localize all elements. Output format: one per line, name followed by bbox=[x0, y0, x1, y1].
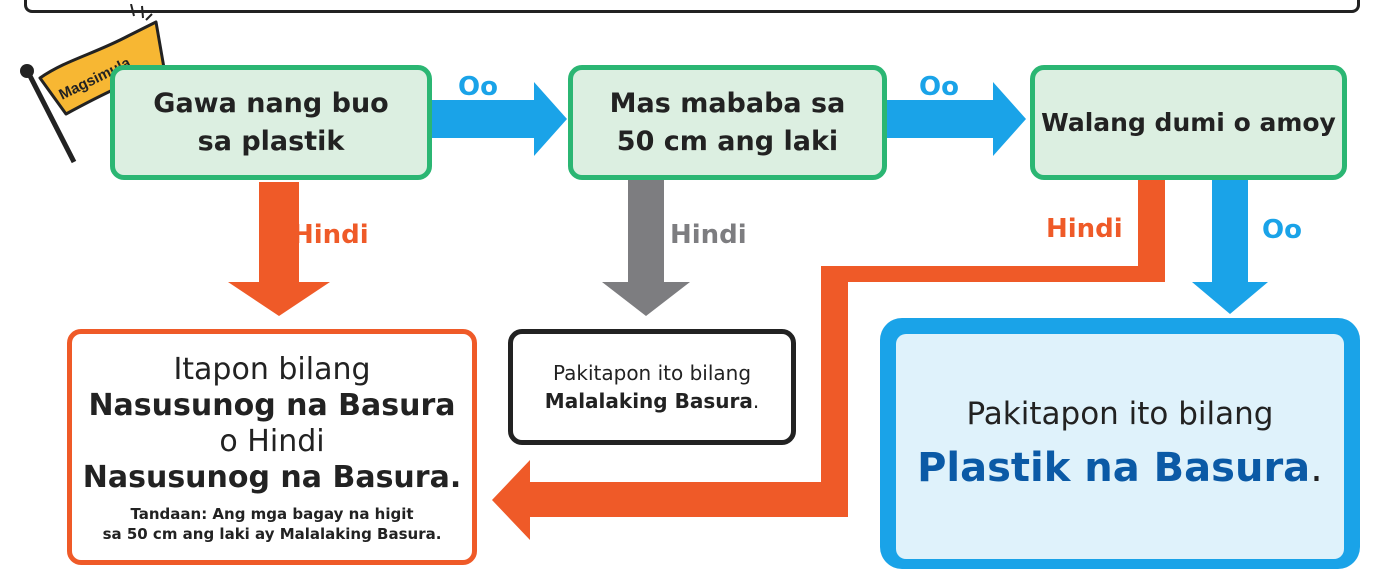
label-yes-2: Oo bbox=[919, 72, 959, 102]
flagpole bbox=[25, 70, 77, 164]
top-frame-line bbox=[24, 0, 1360, 13]
arrow-no-1 bbox=[228, 182, 330, 316]
burnable-note: Tandaan: Ang mga bagay na higit sa 50 cm… bbox=[72, 504, 472, 544]
outcome-oversized-box: Pakitapon ito bilang Malalaking Basura. bbox=[508, 329, 796, 445]
note-oversized-term: Malalaking Basura bbox=[279, 525, 436, 543]
note-line2: sa 50 cm ang laki ay Malalaking Basura. bbox=[102, 525, 442, 543]
oversized-term: Malalaking Basura bbox=[544, 389, 753, 413]
burnable-line3: o Hindi bbox=[219, 424, 325, 459]
step1-line2: sa plastik bbox=[197, 125, 345, 157]
step-no-dirt-or-smell: Walang dumi o amoy bbox=[1030, 65, 1347, 180]
step1-line1: Gawa nang buo bbox=[153, 87, 389, 119]
arrow-no-3 bbox=[492, 180, 1165, 540]
plastic-term: Plastik na Basura bbox=[917, 445, 1311, 491]
arrow-yes-2 bbox=[887, 82, 1026, 156]
burnable-line4: Nasusunog na Basura. bbox=[82, 460, 462, 495]
plastic-line1: Pakitapon ito bilang bbox=[966, 396, 1274, 432]
step2-line2: 50 cm ang laki bbox=[616, 125, 839, 157]
outcome-burnable-box: Itapon bilang Nasusunog na Basura o Hind… bbox=[67, 329, 477, 565]
step-under-50cm: Mas mababa sa 50 cm ang laki bbox=[568, 65, 887, 180]
outcome-plastic-box: Pakitapon ito bilang Plastik na Basura. bbox=[896, 334, 1344, 559]
label-no-3: Hindi bbox=[1046, 214, 1123, 244]
label-no-1: Hindi bbox=[292, 220, 369, 250]
arrow-no-2 bbox=[602, 180, 690, 316]
burnable-line2: Nasusunog na Basura bbox=[88, 388, 456, 423]
step2-line1: Mas mababa sa bbox=[609, 87, 846, 119]
plastic-line2: Plastik na Basura. bbox=[917, 445, 1323, 491]
arrow-yes-3 bbox=[1192, 180, 1268, 314]
oversized-line1: Pakitapon ito bilang bbox=[552, 361, 752, 385]
step-made-of-plastic: Gawa nang buo sa plastik bbox=[110, 65, 432, 180]
label-no-2: Hindi bbox=[670, 220, 747, 250]
oversized-line2: Malalaking Basura. bbox=[544, 389, 760, 413]
note-line1: Tandaan: Ang mga bagay na higit bbox=[130, 505, 414, 523]
arrow-yes-1 bbox=[432, 82, 567, 156]
burnable-line1: Itapon bilang bbox=[173, 352, 371, 387]
flagpole-knob bbox=[20, 64, 34, 78]
label-yes-1: Oo bbox=[458, 72, 498, 102]
label-yes-3: Oo bbox=[1262, 215, 1302, 245]
step3-line1: Walang dumi o amoy bbox=[1041, 108, 1336, 137]
